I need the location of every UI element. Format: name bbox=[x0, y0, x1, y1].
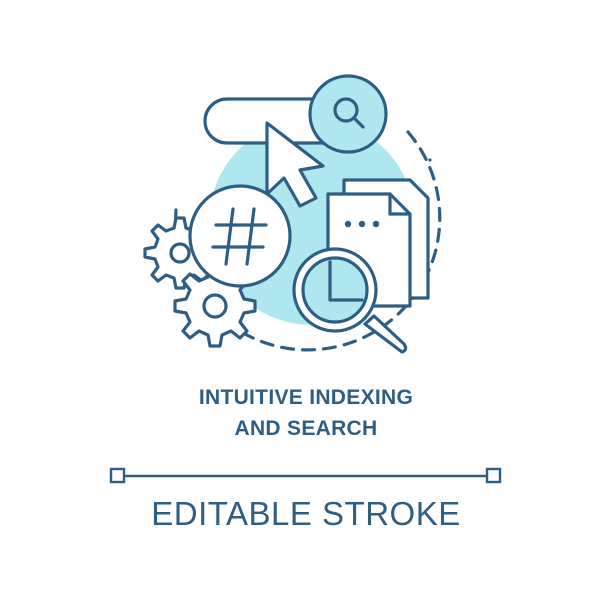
dashed-ring bbox=[174, 130, 442, 352]
title-line-1: INTUITIVE INDEXING bbox=[198, 386, 414, 409]
search-bar-icon bbox=[203, 74, 388, 154]
editable-stroke-label: EDITABLE STROKE bbox=[151, 495, 461, 532]
divider-line bbox=[109, 467, 502, 484]
chart-magnifier-icon bbox=[292, 247, 408, 354]
magnifier-icon bbox=[333, 97, 365, 129]
cursor-arrow-icon bbox=[265, 121, 325, 208]
divider-handle-right bbox=[485, 467, 502, 484]
divider-handle-left bbox=[109, 467, 126, 484]
hashtag-icon bbox=[188, 184, 292, 288]
title-line-2: AND SEARCH bbox=[234, 417, 378, 440]
decor-dot bbox=[428, 158, 432, 162]
